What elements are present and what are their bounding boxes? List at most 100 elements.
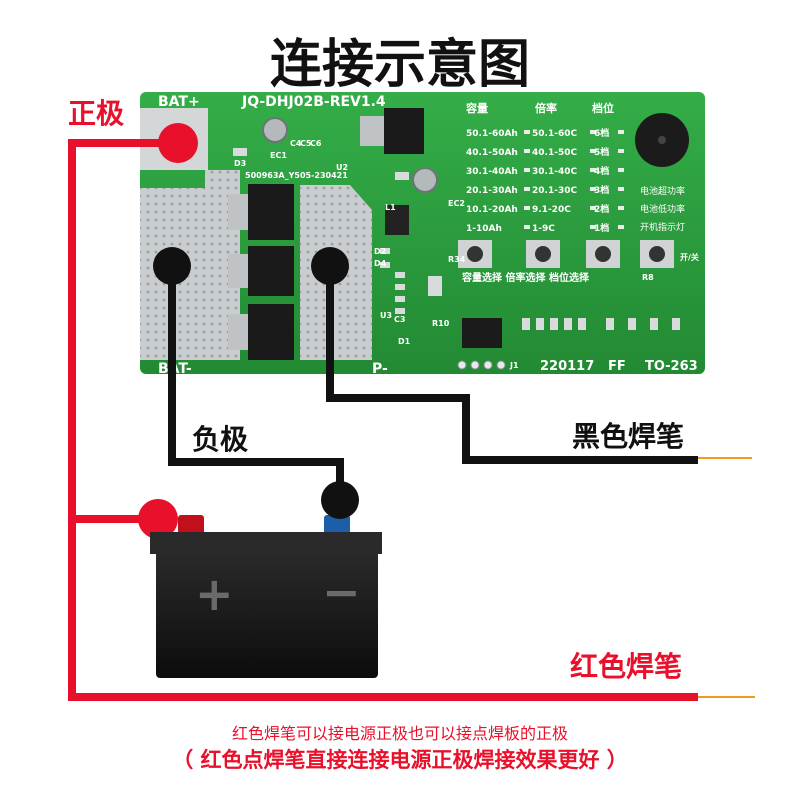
serial-text: 500963A_Y505-230421 [245, 171, 348, 180]
capacity-row-0: 50.1-60Ah [466, 129, 518, 139]
battery-negative-terminal [324, 515, 350, 537]
black-pen-label: 黑色焊笔 [572, 420, 685, 453]
capacity-row-3: 20.1-30Ah [466, 186, 518, 196]
rate-row-2: 30.1-40C [532, 167, 577, 177]
rate-row-0: 50.1-60C [532, 129, 577, 139]
rate-led-0 [590, 130, 596, 134]
mosfet-group [228, 184, 294, 360]
rate-row-3: 20.1-30C [532, 186, 577, 196]
negative-contact-p-minus [311, 247, 349, 285]
gear-led-0 [618, 130, 624, 134]
smd-parts [233, 148, 680, 330]
capacity-row-2: 30.1-40Ah [466, 167, 518, 177]
positive-label: 正极 [68, 97, 125, 130]
gear-led-2 [618, 168, 624, 172]
capacity-led-4 [524, 206, 530, 210]
diagram-title: 连接示意图 [269, 35, 530, 95]
designator-d4: D4 [374, 259, 387, 268]
capacitor-ec1 [262, 117, 288, 143]
footer-date: 220117 [540, 359, 594, 374]
rate-led-1 [590, 149, 596, 153]
capacity-led-1 [524, 149, 530, 153]
positive-contact-board [158, 123, 198, 163]
rate-led-5 [590, 225, 596, 229]
gear-row-1: 5档 [594, 146, 609, 158]
status-label-2: 开机指示灯 [640, 221, 685, 233]
designator-r34: R34 [448, 255, 466, 264]
rate-led-2 [590, 168, 596, 172]
rate-led-3 [590, 187, 596, 191]
designator-d1: D1 [398, 337, 411, 346]
battery-positive-terminal [178, 515, 204, 537]
rate-led-4 [590, 206, 596, 210]
designator-c3: C3 [394, 315, 405, 324]
battery-minus-symbol: − [322, 565, 361, 619]
rate-row-4: 9.1-20C [532, 205, 571, 215]
designator-c6: C6 [310, 139, 322, 148]
designator-r8: R8 [642, 273, 654, 282]
capacity-led-2 [524, 168, 530, 172]
designator-j1: J1 [509, 361, 519, 370]
inductor-l1 [385, 205, 409, 235]
capacity-row-1: 40.1-50Ah [466, 148, 518, 158]
designator-c4: C4 [290, 139, 302, 148]
capacity-led-5 [524, 225, 530, 229]
designator-d3: D3 [234, 159, 246, 168]
bat-plus-text: BAT+ [158, 94, 200, 110]
positive-contact-battery [138, 499, 178, 539]
button-labels: 容量选择 倍率选择 档位选择 [461, 271, 590, 284]
red-wire [68, 123, 755, 701]
battery-plus-symbol: + [195, 567, 234, 621]
status-label-0: 电池超功率 [640, 185, 685, 197]
p-minus-text: P- [372, 361, 388, 377]
gear-led-4 [618, 206, 624, 210]
pcb-board: BAT+ JQ-DHJ02B-REV1.4 BAT- P- 500963A_Y5… [140, 92, 705, 377]
mounting-holes [457, 360, 506, 370]
board-model-text: JQ-DHJ02B-REV1.4 [241, 94, 386, 110]
car-battery: + − [150, 515, 382, 678]
switch-label: 开/关 [680, 252, 699, 262]
red-pen-label: 红色焊笔 [570, 650, 683, 683]
designator-u3: U3 [380, 311, 392, 320]
black-wire [153, 247, 752, 519]
gear-led-3 [618, 187, 624, 191]
negative-contact-bat-minus [153, 247, 191, 285]
rate-row-5: 1-9C [532, 224, 555, 234]
note-line-2: （ 红色点焊笔直接连接电源正极焊接效果更好 ） [172, 748, 628, 772]
header-rate: 倍率 [535, 101, 557, 115]
gear-led-5 [618, 225, 624, 229]
gear-row-4: 2档 [594, 203, 609, 215]
capacitor-ec2 [412, 167, 438, 193]
designator-u2: U2 [336, 163, 348, 172]
note-line-1: 红色焊笔可以接电源正极也可以接点焊板的正极 [231, 724, 568, 743]
pcb-substrate [140, 92, 705, 374]
header-capacity: 容量 [465, 101, 488, 115]
battery-body [156, 548, 378, 678]
negative-contact-battery [321, 481, 359, 519]
gear-led-1 [618, 149, 624, 153]
board-led-table: 50.1-60Ah 40.1-50Ah 30.1-40Ah 20.1-30Ah 10.1… [466, 127, 685, 234]
designator-c5: C5 [300, 139, 312, 148]
footer-code: FF [608, 359, 626, 374]
capacity-led-3 [524, 187, 530, 191]
capacity-led-0 [524, 130, 530, 134]
push-buttons [458, 240, 674, 268]
capacity-row-5: 1-10Ah [466, 224, 502, 234]
gear-row-2: 4档 [594, 165, 609, 177]
designator-ec2: EC2 [448, 199, 465, 208]
status-label-1: 电池低功率 [640, 203, 685, 215]
negative-label: 负极 [192, 423, 249, 456]
gear-row-3: 3档 [594, 184, 609, 196]
designator-l1: L1 [385, 203, 396, 212]
silkscreen: BAT+ JQ-DHJ02B-REV1.4 BAT- P- 500963A_Y5… [158, 94, 699, 377]
footer-package: TO-263 [645, 359, 698, 374]
gear-row-0: 6档 [594, 127, 609, 139]
capacity-row-4: 10.1-20Ah [466, 205, 518, 215]
regulator-chip [384, 108, 424, 154]
gear-row-5: 1档 [594, 222, 609, 234]
designator-r10: R10 [432, 319, 450, 328]
rate-row-1: 40.1-50C [532, 148, 577, 158]
